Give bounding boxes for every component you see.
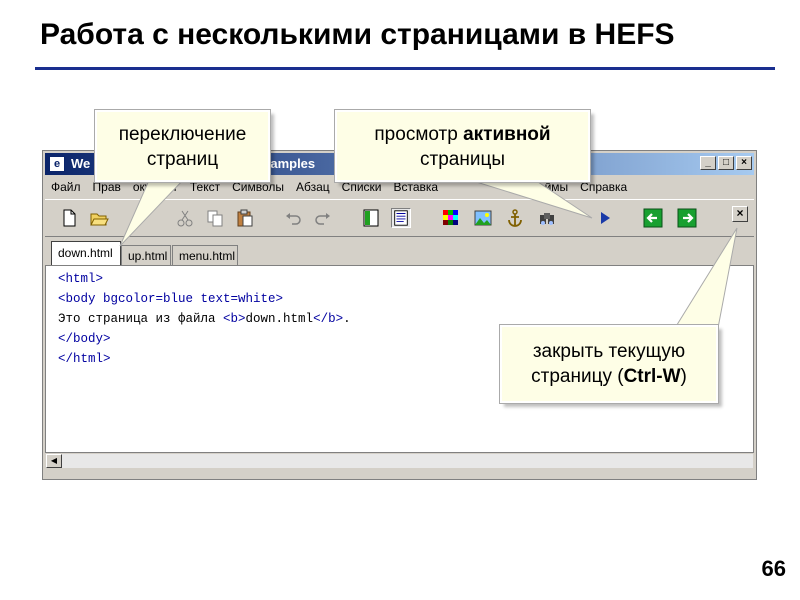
next-page-icon[interactable] bbox=[677, 208, 697, 228]
view-source-icon[interactable] bbox=[391, 208, 411, 228]
title-divider bbox=[35, 67, 775, 70]
view-split-icon[interactable] bbox=[361, 208, 381, 228]
code-line: <html> bbox=[58, 272, 104, 286]
close-page-button[interactable]: × bbox=[732, 206, 748, 222]
window-controls: _ □ × bbox=[700, 156, 752, 170]
tab-menu-html[interactable]: menu.html bbox=[172, 245, 238, 265]
editor-window: e We.examples _ □ × Файл Прав окумент Те… bbox=[42, 150, 757, 480]
menu-document[interactable]: окумент bbox=[132, 180, 178, 194]
page-tabs: down.html up.html menu.html bbox=[45, 239, 754, 265]
menu-symbols[interactable]: Символы bbox=[232, 180, 284, 194]
copy-icon[interactable] bbox=[205, 208, 225, 228]
maximize-button[interactable]: □ bbox=[718, 156, 734, 170]
close-window-button[interactable]: × bbox=[736, 156, 752, 170]
menu-file[interactable]: Файл bbox=[51, 180, 81, 194]
open-folder-icon[interactable] bbox=[89, 208, 109, 228]
code-line: </html> bbox=[58, 352, 111, 366]
page-number: 66 bbox=[761, 556, 786, 581]
switch-pages-callout: переключение страниц bbox=[95, 110, 270, 182]
prev-page-icon[interactable] bbox=[643, 208, 663, 228]
menu-paragraph[interactable]: Абзац bbox=[295, 180, 330, 194]
menu-frames[interactable]: Фреймы bbox=[522, 180, 569, 194]
scroll-left-arrow-icon[interactable]: ◀ bbox=[46, 454, 62, 468]
new-file-icon[interactable] bbox=[59, 208, 79, 228]
cut-icon[interactable] bbox=[175, 208, 195, 228]
color-palette-icon[interactable] bbox=[441, 208, 461, 228]
anchor-icon[interactable] bbox=[505, 208, 525, 228]
view-active-callout: просмотр активной страницы bbox=[335, 110, 590, 182]
window-title-prefix: We bbox=[71, 156, 91, 171]
close-page-callout: закрыть текущую страницу (Ctrl-W) bbox=[500, 325, 718, 403]
menu-text[interactable]: Текст bbox=[189, 180, 221, 194]
code-line: </body> bbox=[58, 332, 111, 346]
redo-icon[interactable] bbox=[313, 208, 333, 228]
callout-text: страницы bbox=[420, 149, 505, 170]
callout-text: переключение bbox=[118, 124, 247, 145]
undo-icon[interactable] bbox=[283, 208, 303, 228]
code-line: Это страница из файла <b>down.html</b>. bbox=[58, 312, 351, 326]
callout-text: страницу (Ctrl-W) bbox=[531, 366, 687, 387]
code-line: <body bgcolor=blue text=white> bbox=[58, 292, 284, 306]
callout-text: страниц bbox=[146, 149, 219, 170]
tab-up-html[interactable]: up.html bbox=[121, 245, 171, 265]
preview-play-icon[interactable] bbox=[595, 208, 615, 228]
menu-edit[interactable]: Прав bbox=[92, 180, 121, 194]
callout-text: закрыть текущую bbox=[532, 341, 686, 362]
horizontal-scrollbar[interactable]: ◀ bbox=[45, 453, 754, 469]
menu-help[interactable]: Справка bbox=[580, 180, 628, 194]
find-icon[interactable] bbox=[537, 208, 557, 228]
app-icon: e bbox=[49, 156, 65, 172]
callout-text: просмотр активной bbox=[374, 124, 551, 145]
slide-title: Работа с несколькими страницами в HEFS bbox=[40, 18, 675, 51]
menu-lists[interactable]: Списки bbox=[341, 180, 382, 194]
toolbar: × bbox=[45, 199, 754, 237]
minimize-button[interactable]: _ bbox=[700, 156, 716, 170]
menu-insert[interactable]: Вставка bbox=[393, 180, 439, 194]
image-icon[interactable] bbox=[473, 208, 493, 228]
paste-icon[interactable] bbox=[235, 208, 255, 228]
tab-down-html[interactable]: down.html bbox=[51, 241, 121, 265]
